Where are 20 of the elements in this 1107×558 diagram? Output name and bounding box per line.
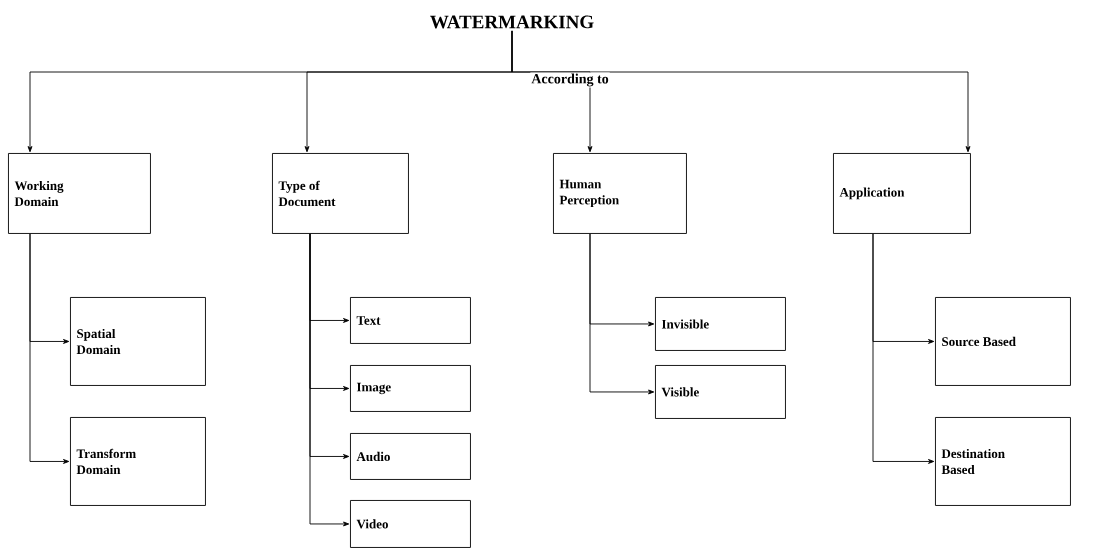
process-box: Video — [350, 500, 471, 548]
process-box: Audio — [350, 433, 471, 480]
process-box: Destination Based — [935, 417, 1071, 506]
arrow — [872, 233, 935, 464]
process-box: Invisible — [655, 297, 786, 351]
process-box: Working Domain — [8, 153, 151, 234]
arrow — [309, 233, 350, 527]
title: WATERMARKING — [430, 15, 594, 29]
process-box: Human Perception — [553, 153, 687, 234]
process-box: Source Based — [935, 297, 1071, 386]
process-box: Application — [833, 153, 971, 234]
arrow — [589, 233, 655, 395]
arrow — [511, 30, 971, 153]
arrow — [29, 233, 70, 464]
process-box: Spatial Domain — [70, 297, 206, 386]
process-box: Type of Document — [272, 153, 409, 234]
process-box: Image — [350, 365, 471, 412]
process-box: Visible — [655, 365, 786, 419]
process-box: Text — [350, 297, 471, 344]
process-box: Transform Domain — [70, 417, 206, 506]
